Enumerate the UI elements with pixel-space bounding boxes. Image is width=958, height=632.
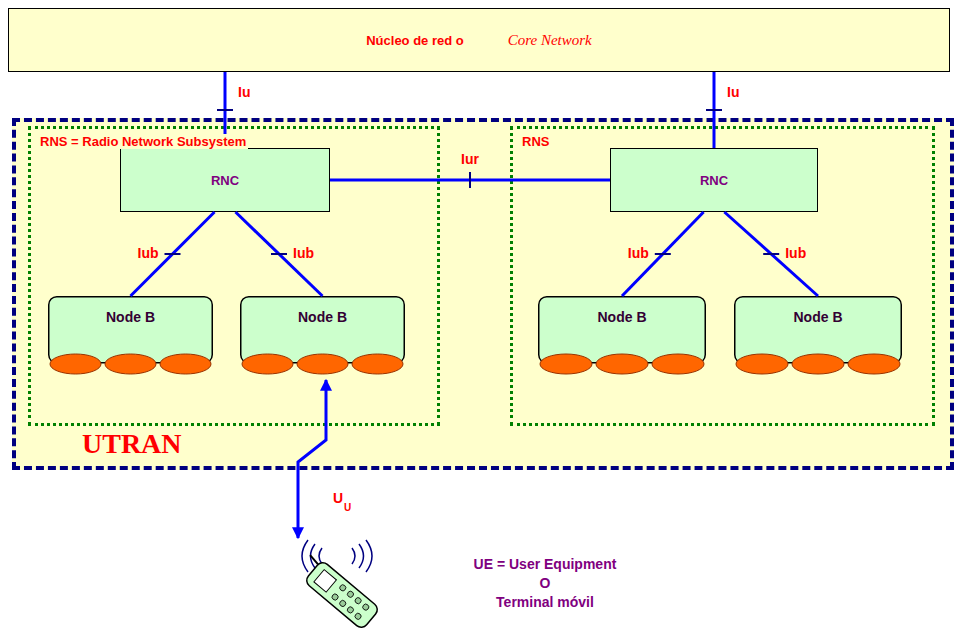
interface-subscript: U	[344, 502, 351, 513]
antenna-sector	[160, 354, 211, 374]
node-b-body	[539, 297, 706, 363]
interface-label: U	[333, 490, 343, 506]
node-b-shape	[538, 296, 706, 376]
rnc-box: RNC	[610, 148, 818, 212]
interface-tick	[165, 253, 181, 255]
antenna-sector	[540, 354, 592, 374]
node-b-body	[49, 297, 213, 363]
node-b-body	[241, 297, 405, 363]
antenna-sector	[242, 354, 293, 374]
node-b-box: Node B	[538, 296, 706, 376]
ue-caption: UE = User Equipment	[395, 556, 695, 572]
interface-tick	[469, 172, 471, 188]
antenna-sector	[792, 354, 844, 374]
antenna-sector	[596, 354, 648, 374]
interface-tick	[763, 253, 779, 255]
rnc-label: RNC	[211, 173, 239, 188]
interface-link	[131, 212, 215, 296]
node-b-label: Node B	[598, 309, 647, 325]
region-title: UTRAN	[82, 428, 182, 459]
interface-label: Iu	[727, 84, 739, 100]
node-b-shape	[48, 296, 213, 376]
uu-radio-link	[298, 380, 326, 538]
region-title-holder: RNS = Radio Network Subsystem	[38, 132, 248, 150]
interface-label: Iub	[293, 245, 314, 261]
interface-tick	[271, 253, 287, 255]
rnc-box: RNC	[120, 148, 330, 212]
interface-tick	[706, 109, 722, 111]
node-b-shape	[240, 296, 405, 376]
region-title: RNS	[520, 134, 551, 149]
ue-caption: Terminal móvil	[395, 594, 695, 610]
interface-link	[622, 212, 704, 296]
node-b-box: Node B	[48, 296, 213, 376]
rns-region: RNS RNC Node B Node B	[510, 126, 935, 426]
interface-tick	[655, 253, 671, 255]
rns-region: RNS = Radio Network SubsystemRNC Node B No…	[28, 126, 440, 426]
interface-label: Iub	[785, 245, 806, 261]
node-b-label: Node B	[298, 309, 347, 325]
ue-caption: O	[395, 575, 695, 591]
region-title-holder: RNS	[520, 132, 551, 150]
region-title-holder: UTRAN	[82, 428, 182, 460]
core-network-title: Núcleo de red o	[366, 33, 464, 48]
node-b-label: Node B	[106, 309, 155, 325]
rnc-label: RNC	[700, 173, 728, 188]
interface-link	[236, 212, 323, 296]
radio-waves	[302, 540, 372, 572]
antenna-sector	[352, 354, 403, 374]
core-network-title: Core Network	[508, 32, 592, 49]
core-network-box: Núcleo de red o Core Network	[8, 8, 950, 72]
node-b-label: Node B	[794, 309, 843, 325]
antenna-sector	[848, 354, 900, 374]
interface-label: Iub	[138, 245, 159, 261]
interface-link	[724, 212, 818, 296]
interface-label: Iur	[461, 151, 479, 167]
antenna-sector	[652, 354, 704, 374]
utran-region: UTRAN RNS = Radio Network SubsystemRNC Nod…	[12, 118, 954, 470]
region-title: RNS = Radio Network Subsystem	[38, 134, 248, 149]
antenna-sector	[736, 354, 788, 374]
antenna-sector	[50, 354, 101, 374]
interface-label: Iu	[238, 84, 250, 100]
node-b-body	[735, 297, 902, 363]
antenna-sector	[297, 354, 348, 374]
antenna-sector	[105, 354, 156, 374]
node-b-box: Node B	[240, 296, 405, 376]
mobile-phone	[295, 552, 380, 630]
node-b-shape	[734, 296, 902, 376]
node-b-box: Node B	[734, 296, 902, 376]
interface-label: Iub	[628, 245, 649, 261]
interface-tick	[217, 109, 233, 111]
